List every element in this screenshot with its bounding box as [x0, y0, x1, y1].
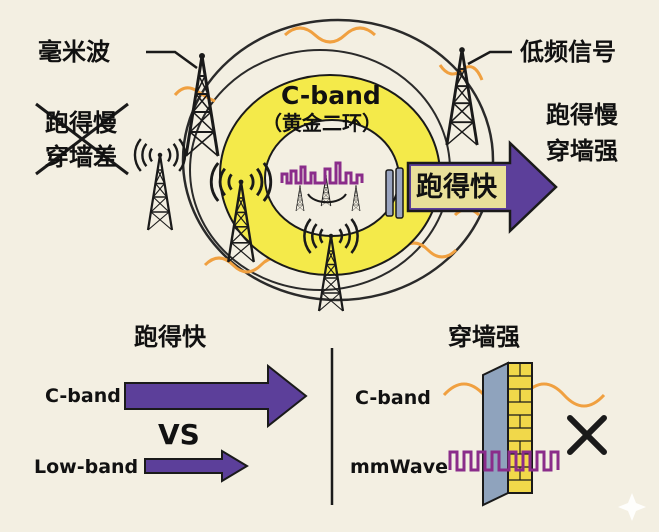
speed-panel-title: 跑得快: [134, 323, 206, 351]
x-mark-icon: [567, 415, 607, 455]
leader-lines: [146, 50, 512, 70]
wall-panel-title: 穿墙强: [448, 323, 520, 351]
strike-x: [35, 102, 129, 176]
speed-row-c-band: C-band: [45, 385, 121, 407]
center-subtitle: （黄金二环）: [262, 111, 382, 135]
label-low-frequency: 低频信号: [520, 38, 616, 66]
label-weak-wall-struck: 穿墙差: [45, 143, 117, 171]
label-slow-struck: 跑得慢: [45, 109, 117, 137]
arrow-right-icon: [385, 140, 558, 234]
label-strong-wall-right: 穿墙强: [546, 137, 618, 165]
wall-row-c-band: C-band: [355, 387, 431, 409]
speed-comparison-panel: [124, 363, 308, 483]
cell-tower-icon: [295, 174, 361, 212]
wall-icon: [482, 361, 533, 507]
center-title: C-band: [281, 81, 381, 110]
wall-row-mmwave: mmWave: [350, 456, 448, 478]
label-mmwave: 毫米波: [38, 38, 110, 66]
wall-penetration-panel: [442, 361, 607, 507]
signal-waves-icon: [280, 161, 364, 185]
label-slow-right: 跑得慢: [546, 101, 618, 129]
vs-label: VS: [158, 418, 200, 451]
arrow-text: 跑得快: [416, 172, 497, 203]
speed-row-low-band: Low-band: [34, 456, 139, 478]
sparkle-icon: [618, 493, 646, 521]
